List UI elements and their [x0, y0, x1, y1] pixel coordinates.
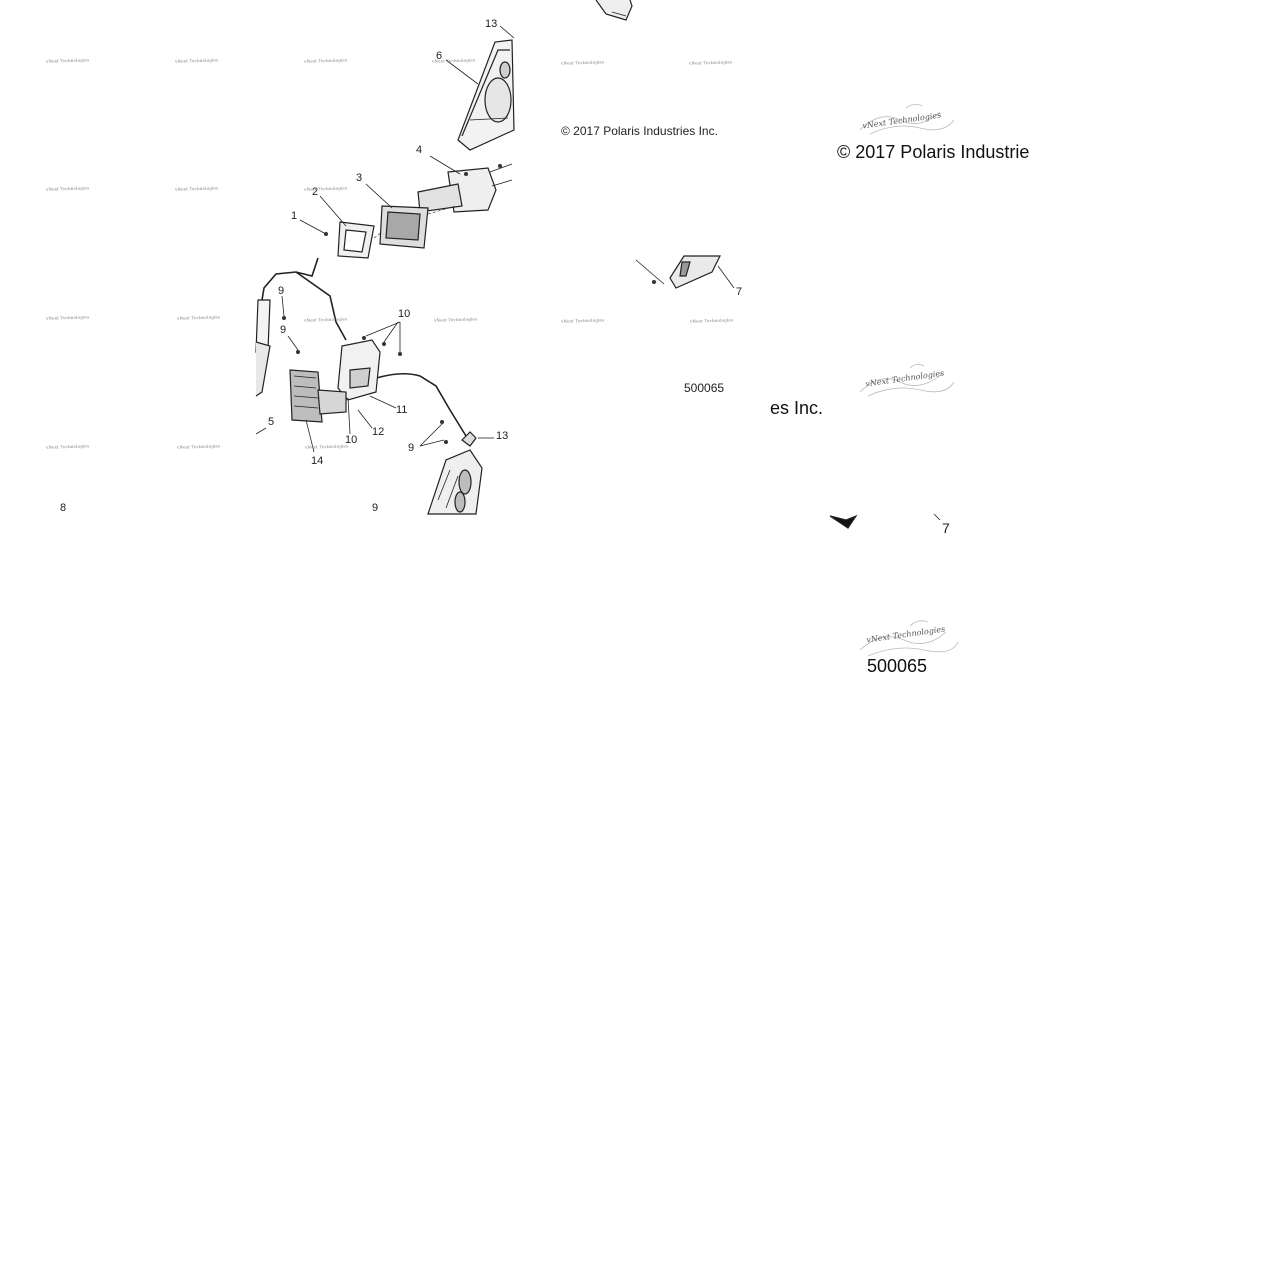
- callout-7-large: 7: [942, 520, 950, 536]
- callout-1: 1: [291, 210, 298, 222]
- callout-2: 2: [312, 186, 319, 198]
- callout-12: 12: [372, 426, 385, 438]
- watermark-scribble: [859, 620, 959, 657]
- callout-9-b: 9: [280, 324, 287, 336]
- callout-5: 5: [268, 416, 275, 428]
- callout-9-a: 9: [278, 285, 285, 297]
- callout-6: 6: [436, 50, 443, 62]
- callout-3: 3: [356, 172, 363, 184]
- callout-4: 4: [416, 144, 423, 156]
- callout-13-bottom: 13: [496, 430, 509, 442]
- callout-8: 8: [60, 502, 67, 514]
- callout-9-bottom: 9: [372, 502, 379, 514]
- diagram-number-large: 500065: [867, 656, 928, 676]
- callout-11: 11: [396, 404, 408, 416]
- diagram-number-small: 500065: [684, 381, 725, 395]
- copyright-tail: es Inc.: [770, 398, 824, 418]
- callout-9-c: 9: [408, 442, 415, 454]
- watermark-scribble: [859, 364, 955, 397]
- copyright-small: © 2017 Polaris Industries Inc.: [561, 124, 718, 138]
- callout-10-bottom: 10: [345, 434, 358, 446]
- callout-7: 7: [736, 286, 743, 298]
- watermark-scribble: [859, 104, 955, 135]
- callout-10-top: 10: [398, 308, 411, 320]
- callout-13-top: 13: [485, 18, 498, 30]
- callout-14: 14: [311, 455, 324, 467]
- copyright-large-cropped: © 2017 Polaris Industrie: [837, 142, 1030, 162]
